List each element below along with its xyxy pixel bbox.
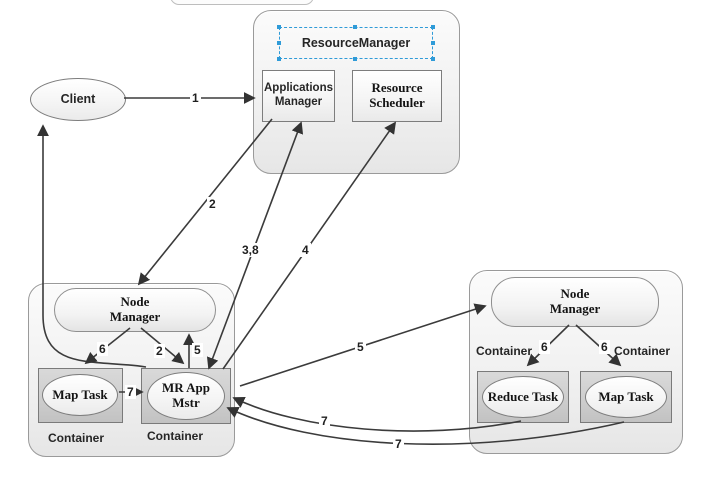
resource-manager-title: ResourceManager — [301, 35, 411, 50]
left-container-caption-1: Container — [48, 431, 105, 445]
edge-label-7-b: 7 — [393, 437, 404, 451]
right-node-manager[interactable]: Node Manager — [491, 277, 659, 327]
edge-label-7-inner: 7 — [125, 385, 136, 399]
edge-label-4: 4 — [300, 243, 311, 257]
applications-manager-box[interactable]: Applications Manager — [262, 70, 335, 122]
left-node-manager[interactable]: Node Manager — [54, 288, 216, 332]
left-node-manager-label: Node Manager — [109, 294, 161, 324]
resource-manager-textbox[interactable]: ResourceManager — [277, 25, 435, 61]
left-map-task-ellipse[interactable]: Map Task — [42, 374, 118, 416]
mr-app-master-label: MR App Mstr — [161, 380, 211, 410]
selection-handle[interactable] — [353, 57, 357, 61]
edge-label-3-8: 3,8 — [240, 243, 261, 257]
reduce-task-label: Reduce Task — [487, 388, 559, 404]
edge-label-1: 1 — [190, 91, 201, 105]
edge-label-5-inner: 5 — [192, 343, 203, 357]
edge-label-6-r1: 6 — [539, 340, 550, 354]
left-container-caption-2: Container — [147, 429, 204, 443]
client-label: Client — [60, 92, 96, 106]
selection-handle[interactable] — [431, 57, 435, 61]
selection-handle[interactable] — [353, 25, 357, 29]
edge-label-5-mid: 5 — [355, 340, 366, 354]
applications-manager-label: Applications Manager — [263, 82, 333, 108]
mr-app-master-ellipse[interactable]: MR App Mstr — [147, 372, 225, 420]
right-container-caption-left: Container — [476, 344, 533, 358]
right-map-task-label: Map Task — [598, 388, 654, 404]
right-map-task-ellipse[interactable]: Map Task — [585, 376, 667, 418]
right-container-caption-right: Container — [614, 344, 671, 358]
edge-label-7-a: 7 — [319, 414, 330, 428]
selection-handle[interactable] — [431, 25, 435, 29]
selection-handle[interactable] — [277, 25, 281, 29]
client-ellipse[interactable]: Client — [30, 78, 126, 121]
edge-label-6-r2: 6 — [599, 340, 610, 354]
selection-handle[interactable] — [277, 57, 281, 61]
selection-handle[interactable] — [431, 41, 435, 45]
selection-handle[interactable] — [277, 41, 281, 45]
left-map-task-label: Map Task — [52, 386, 108, 402]
edge-label-2-top: 2 — [207, 197, 218, 211]
reduce-task-ellipse[interactable]: Reduce Task — [482, 376, 564, 418]
resource-scheduler-box[interactable]: Resource Scheduler — [352, 70, 442, 122]
right-node-manager-label: Node Manager — [549, 286, 601, 316]
edge-label-6-left: 6 — [97, 342, 108, 356]
resource-scheduler-label: Resource Scheduler — [369, 80, 425, 110]
edge-label-2-inner: 2 — [154, 344, 165, 358]
cropped-shape-top — [170, 0, 314, 5]
